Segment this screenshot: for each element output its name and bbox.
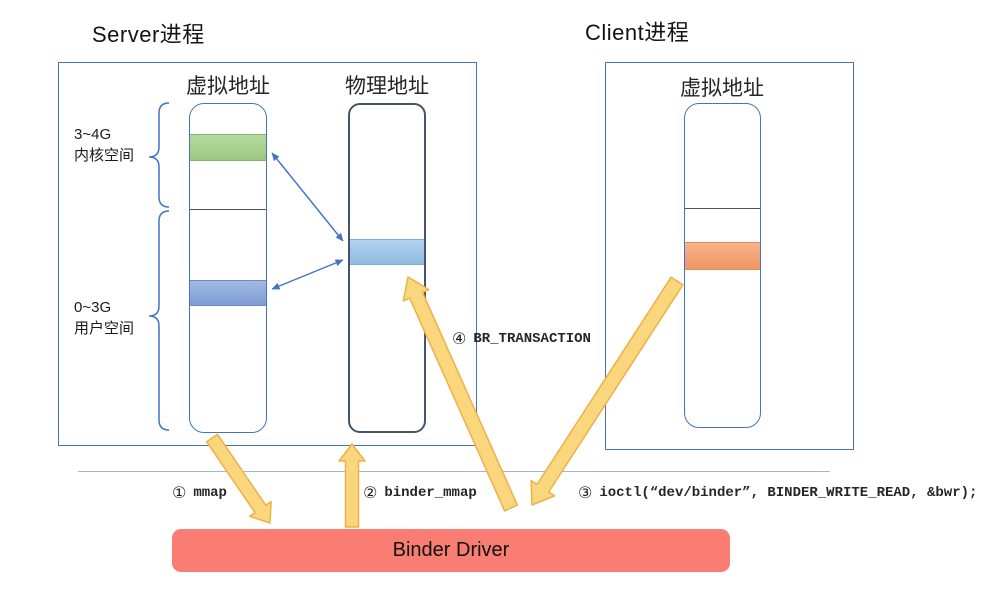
server-physical-address-header: 物理地址: [345, 75, 429, 98]
server-virtual-address-header: 虚拟地址: [186, 75, 270, 98]
client-mapped-block-orange: [685, 242, 760, 270]
client-process-title: Client进程: [585, 20, 690, 45]
client-virtual-memory-column: [684, 103, 761, 428]
step-4-code: BR_TRANSACTION: [473, 330, 591, 347]
physical-memory-column: [348, 103, 426, 433]
server-virtual-memory-column: [189, 103, 267, 433]
kernel-range-text: 3~4G: [74, 126, 112, 143]
step-2-code: binder_mmap: [384, 484, 477, 501]
binder-driver-label: Binder Driver: [392, 539, 510, 561]
kernel-space-label: 3~4G 内核空间: [74, 124, 134, 166]
server-process-title: Server进程: [92, 22, 205, 47]
step-3-code: ioctl(“dev/binder”, BINDER_WRITE_READ, &…: [599, 484, 978, 501]
step-1-mmap-label: ① mmap: [172, 483, 227, 502]
user-mapped-block-blue: [190, 280, 266, 306]
step-2-binder-mmap-label: ② binder_mmap: [363, 483, 477, 502]
step-1-number: ①: [172, 483, 187, 502]
user-range-text: 0~3G: [74, 299, 112, 316]
client-kernel-user-divider: [685, 208, 760, 209]
separator-line: [78, 471, 830, 472]
step-1-code: mmap: [193, 484, 227, 501]
binder-mmap-arrow: [338, 443, 366, 528]
step-3-ioctl-label: ③ ioctl(“dev/binder”, BINDER_WRITE_READ,…: [578, 483, 977, 502]
user-space-label: 0~3G 用户空间: [74, 297, 134, 339]
step-3-number: ③: [578, 483, 593, 502]
physical-shared-block-blue: [350, 239, 424, 265]
kernel-mapped-block-green: [190, 134, 266, 161]
client-virtual-address-header: 虚拟地址: [680, 77, 764, 100]
step-4-br-transaction-label: ④ BR_TRANSACTION: [452, 329, 591, 348]
user-space-text: 用户空间: [74, 320, 135, 337]
kernel-user-divider: [190, 209, 266, 210]
mmap-arrow: [205, 433, 272, 524]
step-4-number: ④: [452, 329, 467, 348]
binder-driver-box: Binder Driver: [172, 529, 730, 572]
kernel-space-text: 内核空间: [74, 147, 135, 164]
step-2-number: ②: [363, 483, 378, 502]
